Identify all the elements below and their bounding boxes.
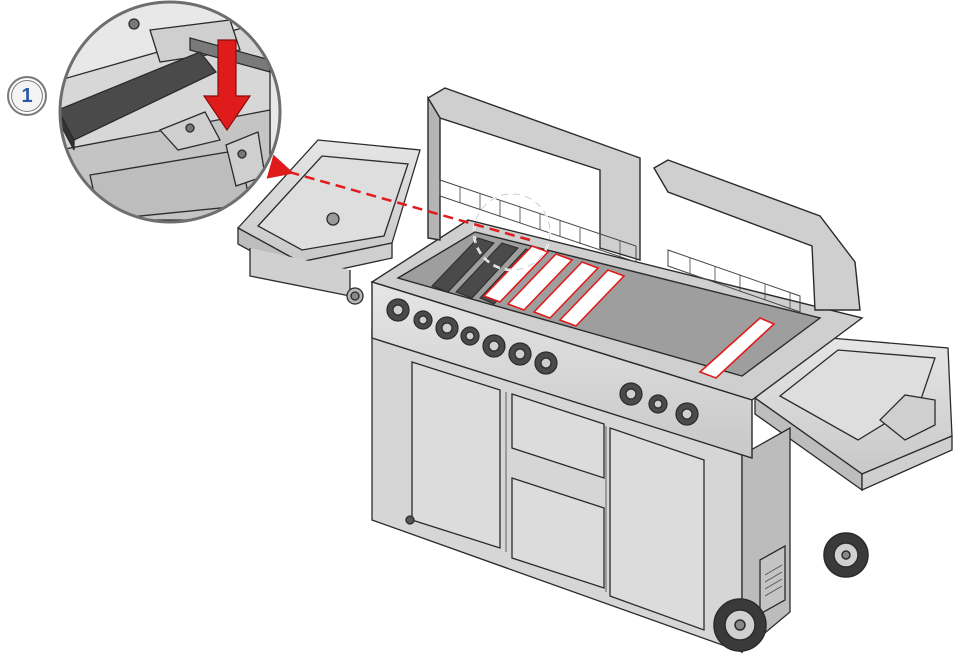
down-arrow-icon — [202, 39, 252, 132]
control-panel — [386, 298, 699, 426]
dashed-arrow-icon — [266, 154, 531, 242]
flame-tamers-highlighted — [482, 245, 776, 379]
warming-racks — [439, 179, 801, 313]
cabinet-base — [371, 329, 791, 654]
right-lid-open — [653, 159, 861, 311]
magnified-detail — [58, 0, 282, 224]
step-number-badge: 1 — [7, 76, 47, 116]
cart-wheels — [713, 532, 869, 652]
left-side-shelf — [236, 139, 421, 305]
step-number: 1 — [21, 84, 33, 107]
right-side-shelf — [753, 337, 953, 492]
